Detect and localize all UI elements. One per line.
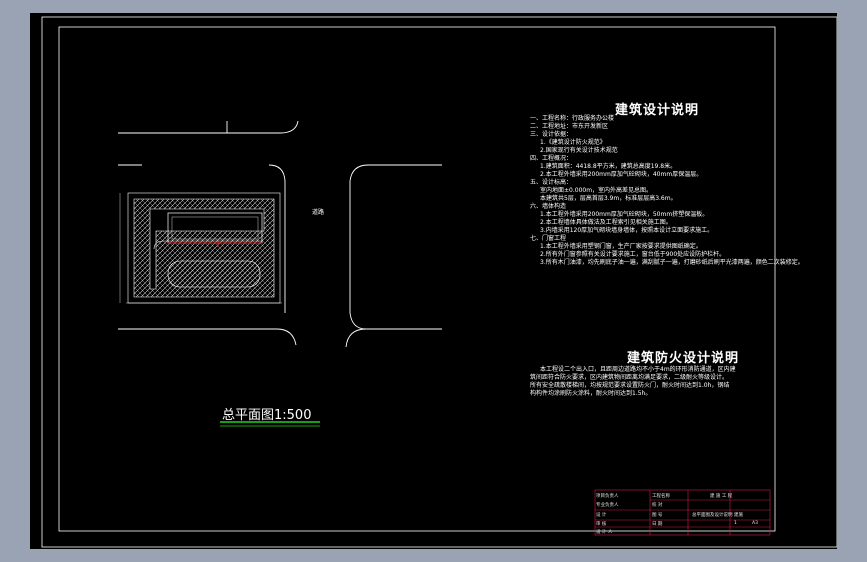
road-network [118,120,442,348]
tb-cell-11: 建施 [734,513,743,518]
design_notes-line: 2.本工程外墙采用200mm厚加气砼砌块，40mm厚保温层。 [540,171,703,178]
inner-frame [58,26,776,532]
design_notes-line: 1.本工程外墙采用200mm厚加气砼砌块，50mm挤塑保温板。 [540,211,709,218]
tb-cell-13: A3 [752,521,758,526]
design_notes-line: 3.内墙采用120厚加气砌块墙身墙体，按照本设计立面要求施工。 [540,227,714,234]
design_notes-line: 五、设计标高： [530,179,573,186]
fire_notes-line: 本工程设二个出入口，且距周边道路均不小于4m的环形消防通道，区内建 [540,366,736,373]
road-label: 道路 [312,209,325,216]
drawing-sheet: 道路 总平面图1:500 建筑设计说明 一、工程名称：行政服务办公楼二、工程地址… [30,13,837,549]
design_notes-line: 2.国家现行有关设计技术规范 [540,147,618,154]
plan-title: 总平面图1:500 [222,408,312,423]
plaza [167,260,261,288]
tb-cell-8: 设 计 人 [596,530,613,535]
design_notes-line: 四、工程概况： [530,155,573,162]
design_notes-line: 1.本工程外墙采用塑钢门窗，生产厂家按要求提供图纸确定。 [540,243,702,250]
design_notes-line: 一、工程名称：行政服务办公楼 [530,115,615,122]
design_notes-line: 1.建筑面积：4418.8平方米，建筑总高度19.8米。 [540,163,677,170]
design_notes-line: 2.所有外门窗参照有关设计要求施工，窗台低于900处应设防护栏杆。 [540,251,726,258]
design_notes-line: 室内地面±0.000m，室内外高差见总图。 [540,187,653,194]
fire_notes-line: 构构件均涂刷防火涂料，耐火时间达到1.5h。 [530,390,652,397]
design_notes-line: 1.《建筑设计防火规范》 [540,139,606,146]
fire_notes-line: 所有安全疏散楼梯间，均按规范要求设置防火门，耐火时间达到1.0h，钢结 [530,382,730,389]
fire_notes-line: 筑间距符合防火要求，区内建筑物间距离均满足要求，二级耐火等级设计。 [530,374,729,381]
design-notes-body: 一、工程名称：行政服务办公楼二、工程地址：市东开发新区三、设计依据：1.《建筑设… [530,115,830,267]
title-block [594,489,771,536]
tb-cell-4: 图 号 [652,513,663,518]
tb-cell-7: 专业负责人 [596,503,619,508]
design_notes-line: 2.本工程墙体具体做法及工程索引见相关施工图。 [540,219,672,226]
design_notes-line: 六、墙体构造 [530,203,567,210]
design_notes-line: 3.所有木门油漆，均先刷底子油一遍，满刮腻子一遍，打磨砂纸后刷平光漆两遍，颜色二… [540,259,804,266]
design-notes-title: 建筑设计说明 [615,103,700,118]
tb-cell-2: 工程名称 [652,494,670,499]
tb-cell-3: 校 对 [652,503,663,508]
design_notes-line: 三、设计依据： [530,131,573,138]
tb-cell-5: 日 期 [652,522,663,527]
cad-drawing-canvas[interactable] [30,13,837,549]
outer-frame [41,16,837,548]
tb-cell-9: 建 施 工 程 [710,494,733,499]
design_notes-line: 二、工程地址：市东开发新区 [530,123,609,130]
tb-cell-0: 设 计 [596,513,607,518]
tb-cell-10: 总平面图及设计说明 [692,513,733,518]
tb-cell-1: 审 核 [596,522,607,527]
fire-notes-body: 本工程设二个出入口，且距周边道路均不小于4m的环形消防通道，区内建筑间距符合防火… [530,366,830,398]
design_notes-line: 七、门窗工程 [530,235,567,242]
site-plan [119,192,282,304]
tb-cell-12: 1 [734,521,737,526]
design_notes-line: 本建筑共5层，层高首层3.9m，标准层层高3.6m。 [540,195,677,202]
tb-cell-6: 项目负责人 [596,494,619,499]
fire-notes-title: 建筑防火设计说明 [627,351,740,366]
